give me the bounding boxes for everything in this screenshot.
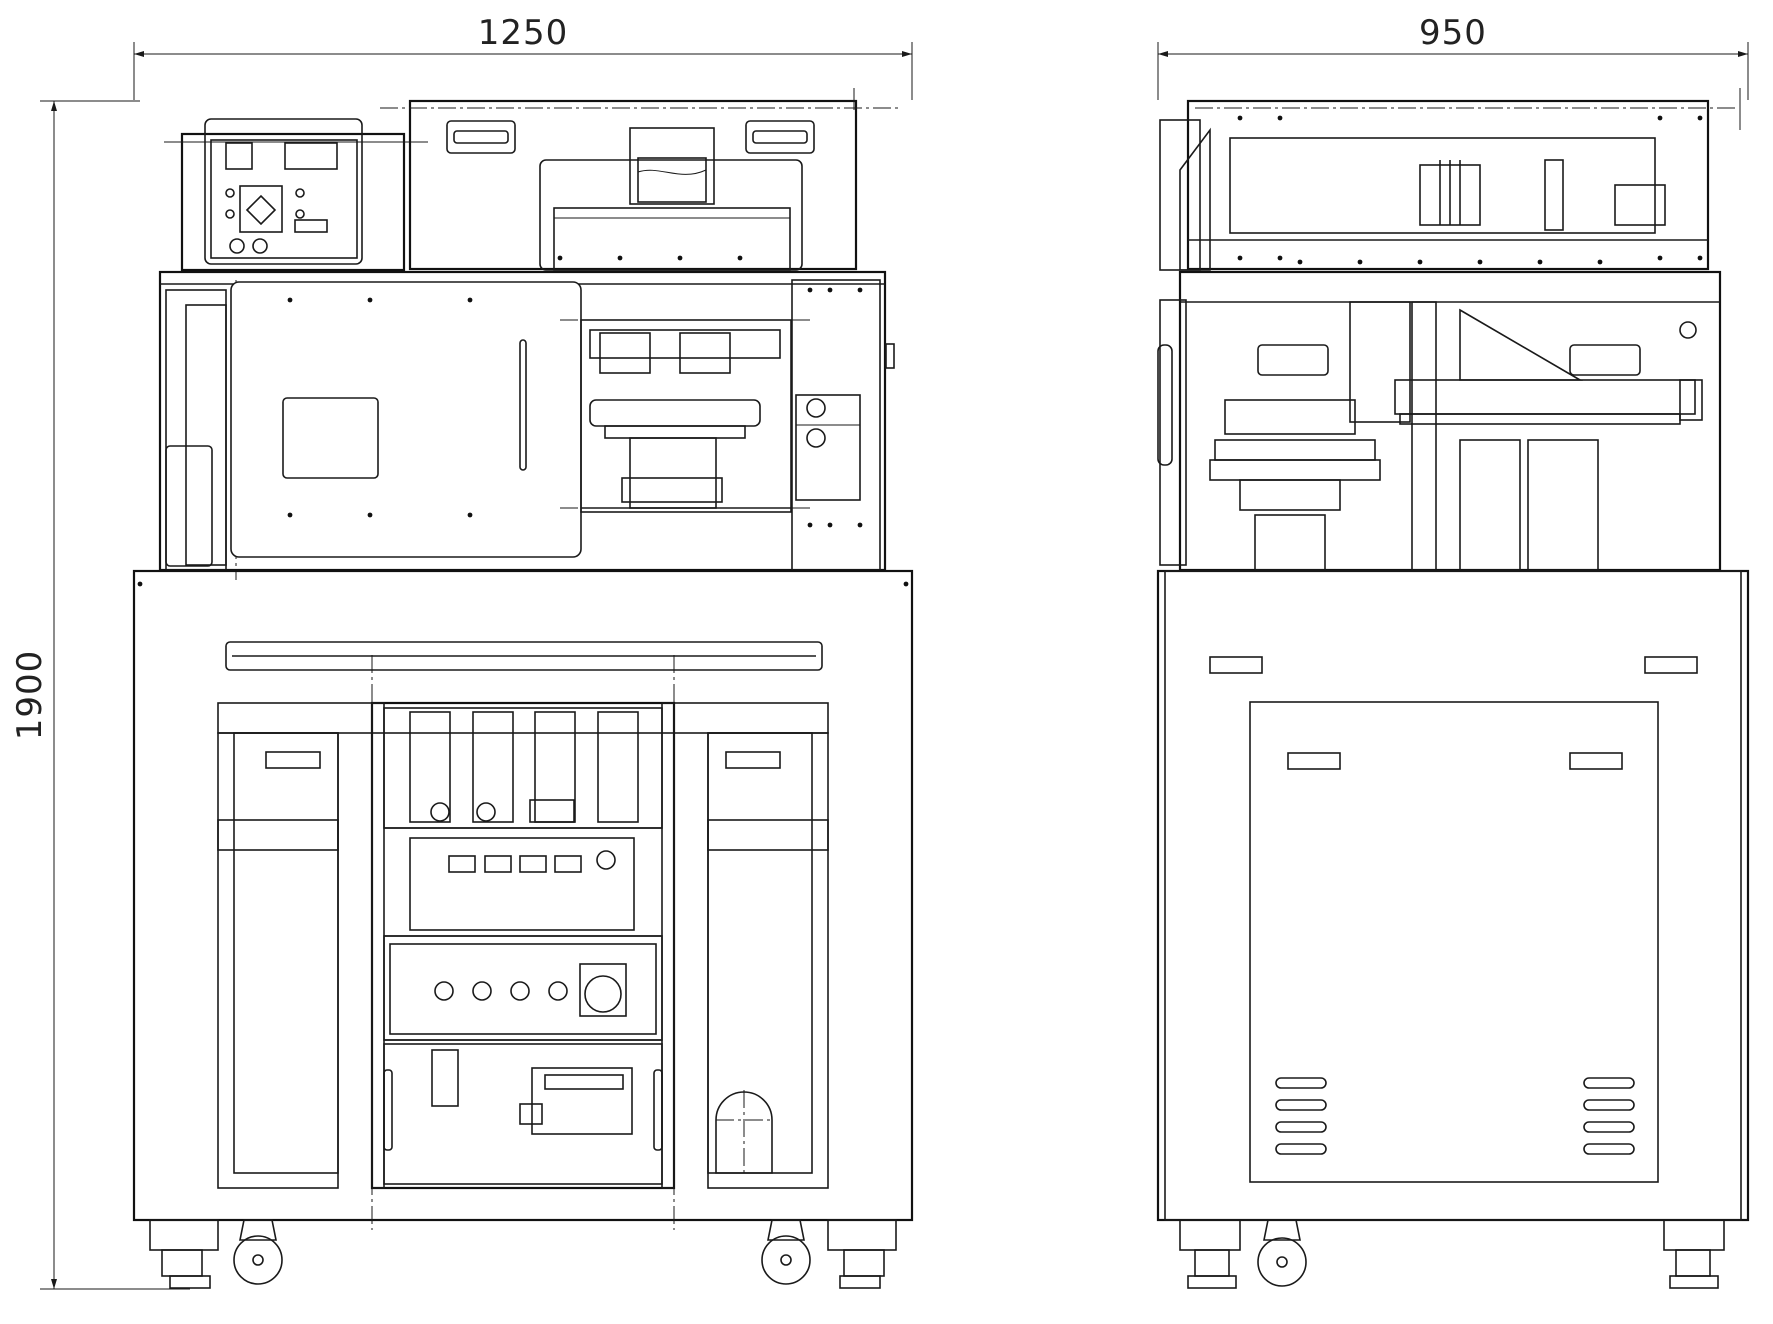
fastener-dot: [1657, 255, 1663, 261]
fastener-dot: [467, 297, 473, 303]
fastener-dot: [287, 512, 293, 518]
fastener-dot: [737, 255, 743, 261]
lower-cabinet: [132, 569, 914, 1222]
dimension-side-width: 950: [1157, 13, 1749, 100]
fastener-dot: [1417, 259, 1423, 265]
fastener-dot: [857, 522, 863, 528]
fastener-dot: [807, 522, 813, 528]
front-mechanism: [560, 319, 810, 513]
dimension-front-width-label: 1250: [478, 13, 569, 53]
fastener-dot: [557, 255, 563, 261]
fastener-dot: [1357, 259, 1363, 265]
fastener-dot: [827, 522, 833, 528]
fastener-dot: [1537, 259, 1543, 265]
fastener-dot: [1697, 115, 1703, 121]
dimension-height: 1900: [10, 100, 190, 1290]
front-casters: [149, 1219, 897, 1289]
fastener-dot: [367, 512, 373, 518]
fastener-dot: [137, 581, 143, 587]
fastener-dot: [1657, 115, 1663, 121]
side-lower-cabinet: [1156, 569, 1750, 1222]
fastener-dot: [677, 255, 683, 261]
fastener-dot: [827, 287, 833, 293]
fastener-dot: [1297, 259, 1303, 265]
fastener-dot: [1477, 259, 1483, 265]
side-casters: [1179, 1219, 1725, 1289]
equipment-rack: [370, 655, 676, 1230]
side-top-enclosure: [1159, 88, 1741, 271]
top-enclosure: [380, 88, 900, 271]
front-door: [230, 281, 582, 558]
dimension-side-width-label: 950: [1419, 13, 1487, 53]
fastener-dot: [857, 287, 863, 293]
fastener-dot: [1597, 259, 1603, 265]
fastener-dot: [367, 297, 373, 303]
front-view: [132, 88, 914, 1289]
fastener-dot: [1277, 255, 1283, 261]
side-view: [1156, 88, 1750, 1289]
fastener-dot: [903, 581, 909, 587]
fastener-dot: [617, 255, 623, 261]
fastener-dot: [1237, 115, 1243, 121]
fastener-dot: [287, 297, 293, 303]
control-box: [164, 118, 428, 272]
fastener-dots: [137, 115, 1703, 587]
fastener-dot: [467, 512, 473, 518]
fastener-dot: [807, 287, 813, 293]
side-middle: [1157, 270, 1722, 572]
dimension-height-label: 1900: [10, 650, 50, 741]
fastener-dot: [1237, 255, 1243, 261]
fastener-dot: [1697, 255, 1703, 261]
dimension-front-width: 1250: [133, 13, 913, 100]
fastener-dot: [1277, 115, 1283, 121]
